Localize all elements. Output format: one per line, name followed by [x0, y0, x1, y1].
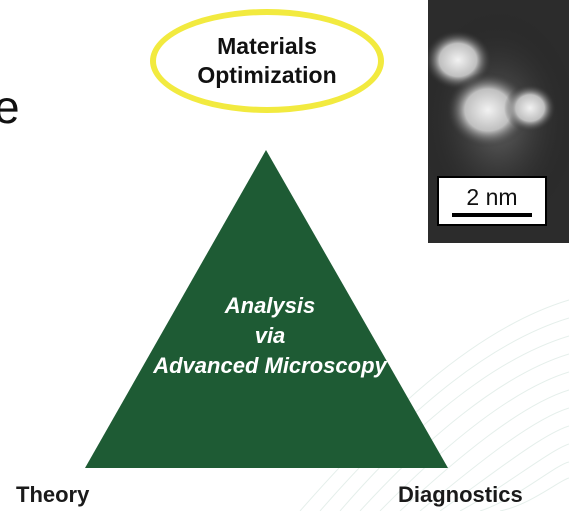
- triangle: [85, 150, 448, 468]
- triangle-label-line3: Advanced Microscopy: [153, 353, 387, 378]
- diagnostics-label: Diagnostics: [398, 482, 523, 507]
- scale-bar: [452, 213, 532, 217]
- node-label-line2: Optimization: [197, 62, 337, 88]
- triangle-label: Analysis via Advanced Microscopy: [90, 291, 450, 381]
- node-label-line1: Materials: [217, 33, 317, 59]
- scale-label: 2 nm: [466, 184, 518, 210]
- theory-label: Theory: [16, 482, 90, 507]
- triangle-label-line2: via: [254, 323, 286, 348]
- partial-text-fragment: e: [0, 81, 20, 133]
- materials-optimization-node: Materials Optimization: [150, 9, 384, 113]
- scale-bar-box: 2 nm: [437, 176, 547, 226]
- triangle-label-line1: Analysis: [224, 293, 316, 318]
- micrograph-texture: [428, 0, 569, 243]
